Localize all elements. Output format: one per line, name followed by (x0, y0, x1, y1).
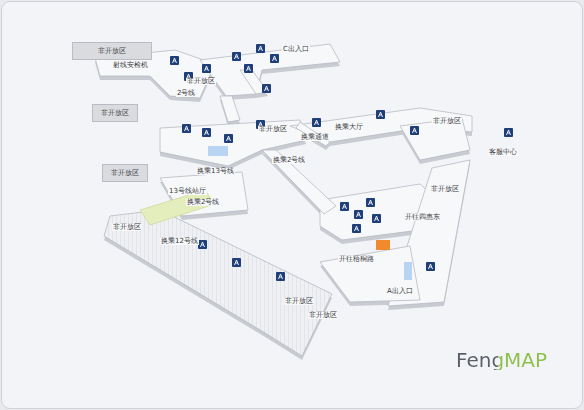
floor-area (160, 120, 306, 166)
map-label: 非开放区 (432, 118, 462, 125)
facility-icon (340, 202, 349, 211)
floor-area (104, 210, 332, 356)
highlight-area (376, 240, 390, 250)
area-name: 非开放区 (111, 170, 139, 177)
watermark: FengMAP (456, 350, 547, 370)
facility-icon (366, 198, 375, 207)
facility-icon (182, 124, 191, 133)
map-label: 射线安检机 (112, 62, 149, 69)
facility-icon (232, 52, 241, 61)
platform-strip (140, 190, 215, 225)
map-label: 换乘2号线 (272, 157, 306, 164)
floor-area (262, 150, 336, 214)
restricted-area-block: 非开放区 (92, 104, 138, 122)
facility-icon (198, 240, 207, 249)
facility-icon (262, 84, 271, 93)
facility-icon (504, 128, 513, 137)
map-label: 非开放区 (430, 186, 460, 193)
facility-icon (270, 54, 279, 63)
facility-icon (426, 262, 435, 271)
facility-icon (224, 134, 233, 143)
map-label: A出入口 (386, 288, 414, 295)
map-label: 13号线站厅 (168, 188, 207, 195)
facility-icon (244, 64, 253, 73)
map-label: 换乘13号线 (196, 168, 235, 175)
map-label: 非开放区 (258, 126, 288, 133)
facility-icon (202, 128, 211, 137)
map-label: 换乘2号线 (186, 199, 220, 206)
area-name: 非开放区 (101, 110, 129, 117)
map-label: 非开放区 (112, 224, 142, 231)
floor-area (400, 118, 470, 160)
map-label: 开往梧桐路 (338, 256, 375, 263)
highlight-area (404, 262, 412, 280)
floor-area (200, 44, 340, 96)
map-label: 换乘12号线 (160, 238, 199, 245)
map-label: 非开放区 (284, 298, 314, 305)
floor-area (320, 246, 420, 302)
map-label: 换乘大厅 (334, 124, 364, 131)
facility-icon (170, 56, 179, 65)
highlight-area (208, 146, 228, 156)
facility-icon (276, 272, 285, 281)
facility-icon (372, 214, 381, 223)
restricted-area-block: 非开放区 (72, 42, 152, 60)
map-label: 2号线 (176, 90, 196, 97)
facility-icon (410, 126, 419, 135)
map-label: 换乘通道 (300, 134, 330, 141)
map-label: 非开放区 (308, 312, 338, 319)
facility-icon (352, 224, 361, 233)
map-label: C出入口 (282, 46, 310, 53)
facility-icon (312, 118, 321, 127)
facility-icon (232, 258, 241, 267)
map-label: 非开放区 (186, 78, 216, 85)
map-label: 开往四惠东 (404, 214, 441, 221)
facility-icon (376, 110, 385, 119)
facility-icon (354, 210, 363, 219)
facility-icon (202, 64, 211, 73)
facility-icon (256, 44, 265, 53)
floor-area (220, 96, 240, 122)
map-label: 客服中心 (488, 149, 518, 156)
restricted-area-block: 非开放区 (102, 164, 148, 182)
area-name: 非开放区 (98, 48, 126, 55)
